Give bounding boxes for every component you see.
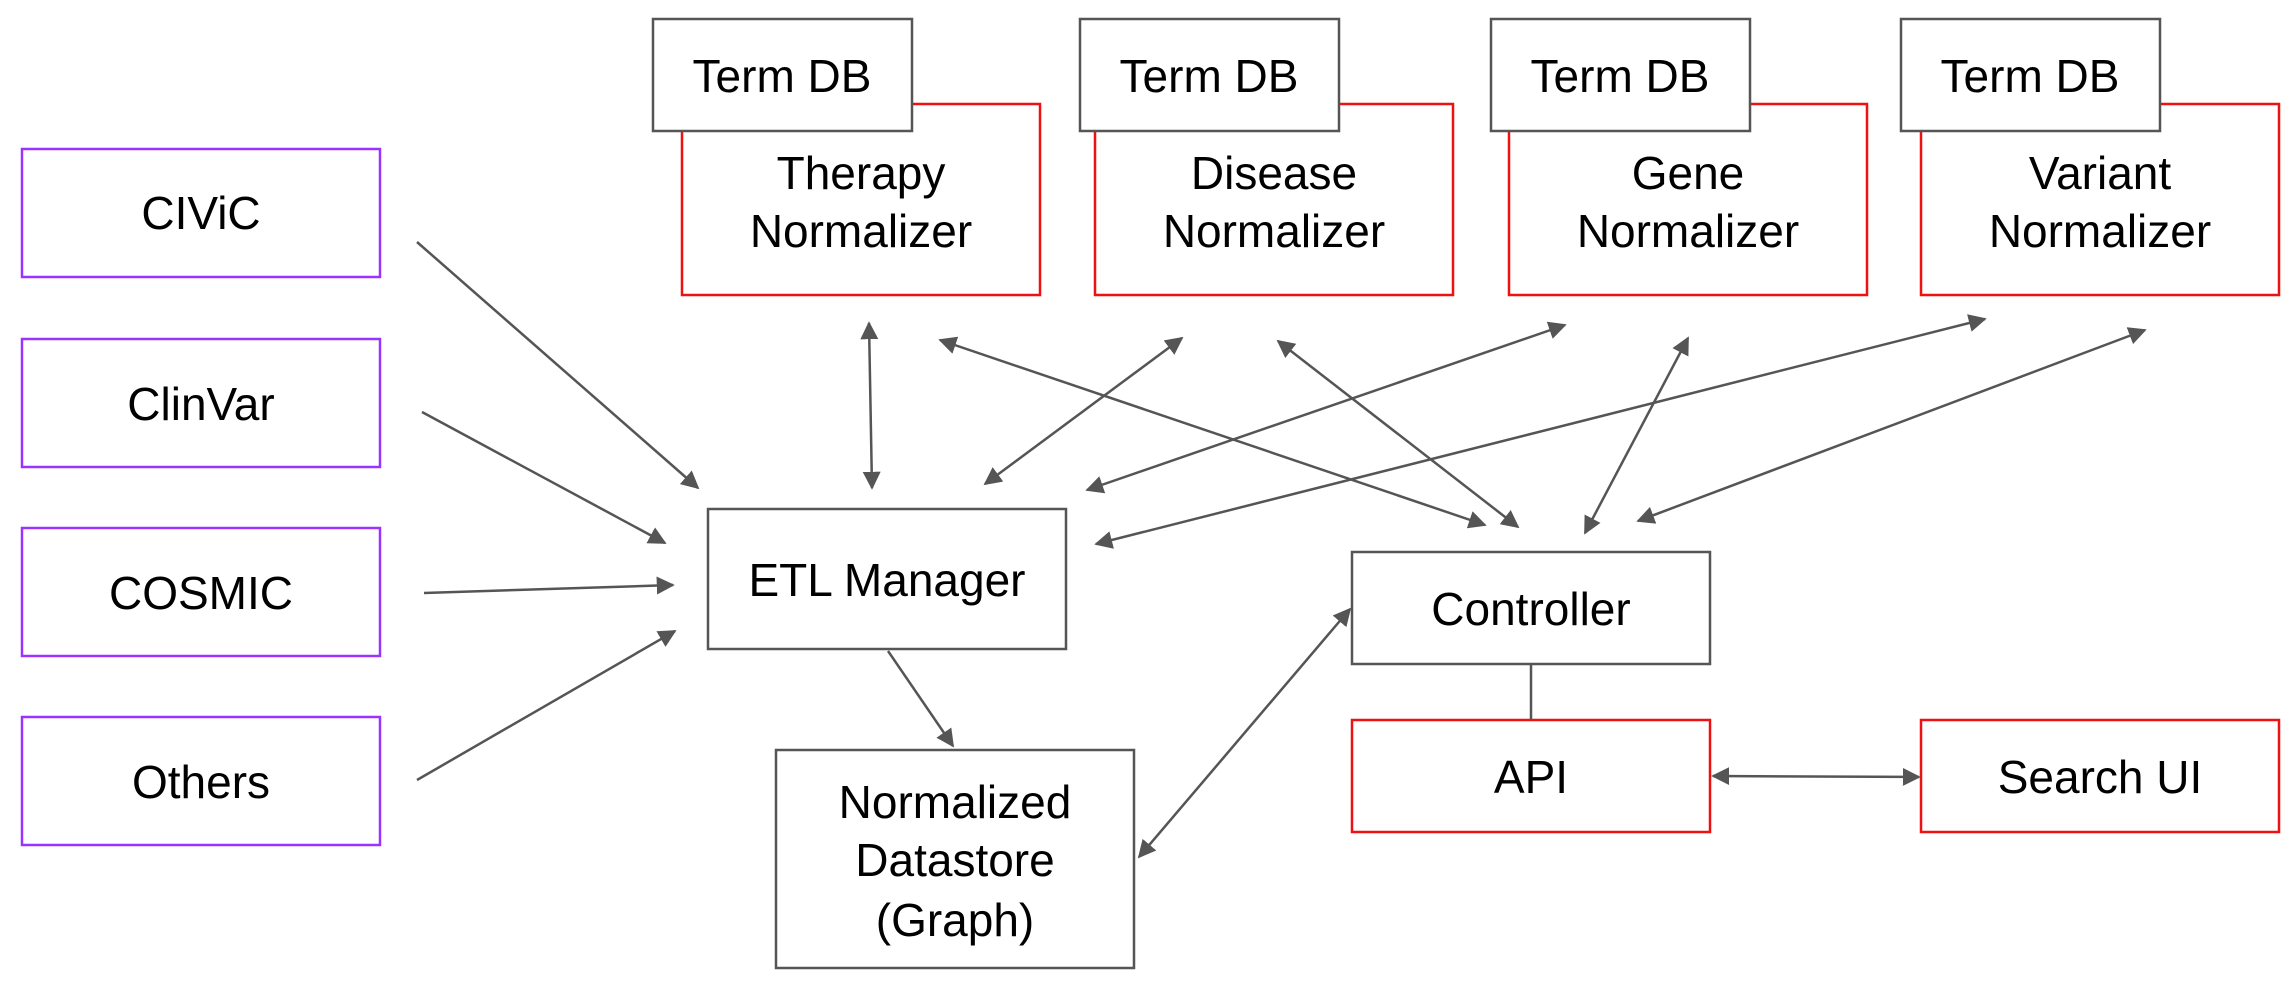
arrow-controller-disease bbox=[1276, 339, 1520, 529]
variant-term-db-label: Term DB bbox=[1941, 50, 2120, 102]
source-others-box bbox=[20, 715, 382, 847]
normalized-datastore-line3: (Graph) bbox=[876, 894, 1034, 946]
arrow-others-to-etl bbox=[416, 629, 677, 782]
therapy-term-db-box bbox=[651, 17, 914, 133]
controller-box bbox=[1350, 550, 1712, 666]
disease-term-db-label: Term DB bbox=[1120, 50, 1299, 102]
search-ui-box bbox=[1919, 718, 2281, 834]
disease-term-db: Term DB bbox=[1078, 17, 1341, 133]
therapy-term-db-label: Term DB bbox=[693, 50, 872, 102]
disease-term-db-box bbox=[1078, 17, 1341, 133]
therapy-term-db: Term DB bbox=[651, 17, 914, 133]
source-cosmic-label: COSMIC bbox=[109, 567, 293, 619]
disease-normalizer: Disease Normalizer bbox=[1093, 102, 1455, 297]
disease-normalizer-line2: Normalizer bbox=[1163, 205, 1385, 257]
source-others-label: Others bbox=[132, 756, 270, 808]
source-clinvar-box bbox=[20, 337, 382, 469]
variant-normalizer-line1: Variant bbox=[2029, 147, 2172, 199]
arrow-etl-to-datastore bbox=[886, 650, 955, 748]
arrow-controller-variant bbox=[1636, 327, 2147, 524]
source-civic: CIViC bbox=[20, 147, 382, 279]
gene-term-db-box bbox=[1489, 17, 1752, 133]
source-cosmic-box bbox=[20, 526, 382, 658]
variant-normalizer-box bbox=[1919, 102, 2281, 297]
variant-normalizer-line2: Normalizer bbox=[1989, 205, 2211, 257]
arrow-cosmic-to-etl bbox=[423, 576, 675, 595]
source-clinvar-label: ClinVar bbox=[127, 378, 274, 430]
controller-label: Controller bbox=[1431, 583, 1630, 635]
gene-normalizer-line1: Gene bbox=[1632, 147, 1745, 199]
normalized-datastore: Normalized Datastore (Graph) bbox=[774, 748, 1136, 970]
gene-normalizer: Gene Normalizer bbox=[1507, 102, 1869, 297]
therapy-normalizer-line1: Therapy bbox=[777, 147, 946, 199]
arrow-api-search-ui bbox=[1711, 767, 1921, 786]
arrow-civic-to-etl bbox=[416, 241, 700, 490]
therapy-normalizer-line2: Normalizer bbox=[750, 205, 972, 257]
gene-term-db-label: Term DB bbox=[1531, 50, 1710, 102]
source-civic-label: CIViC bbox=[141, 187, 260, 239]
gene-normalizer-box bbox=[1507, 102, 1869, 297]
controller: Controller bbox=[1350, 550, 1712, 666]
etl-manager-box bbox=[706, 507, 1068, 651]
disease-normalizer-box bbox=[1093, 102, 1455, 297]
normalized-datastore-box bbox=[774, 748, 1136, 970]
arrow-controller-therapy bbox=[938, 336, 1487, 529]
source-others: Others bbox=[20, 715, 382, 847]
etl-manager: ETL Manager bbox=[706, 507, 1068, 651]
arrow-etl-gene bbox=[1085, 321, 1567, 494]
arrow-datastore-controller bbox=[1137, 607, 1352, 859]
variant-term-db-box bbox=[1899, 17, 2162, 133]
normalized-datastore-line1: Normalized bbox=[839, 776, 1072, 828]
etl-manager-label: ETL Manager bbox=[749, 554, 1026, 606]
arrow-controller-gene bbox=[1583, 336, 1690, 535]
therapy-normalizer-box bbox=[680, 102, 1042, 297]
api-label: API bbox=[1494, 751, 1568, 803]
arrow-etl-therapy bbox=[860, 321, 881, 490]
connectors bbox=[416, 241, 2147, 859]
gene-normalizer-line2: Normalizer bbox=[1577, 205, 1799, 257]
api-box bbox=[1350, 718, 1712, 834]
source-clinvar: ClinVar bbox=[20, 337, 382, 469]
search-ui: Search UI bbox=[1919, 718, 2281, 834]
variant-term-db: Term DB bbox=[1899, 17, 2162, 133]
api: API bbox=[1350, 718, 1712, 834]
disease-normalizer-line1: Disease bbox=[1191, 147, 1357, 199]
gene-term-db: Term DB bbox=[1489, 17, 1752, 133]
source-cosmic: COSMIC bbox=[20, 526, 382, 658]
arrow-etl-variant bbox=[1094, 314, 1987, 549]
normalized-datastore-line2: Datastore bbox=[855, 834, 1054, 886]
search-ui-label: Search UI bbox=[1998, 751, 2203, 803]
variant-normalizer: Variant Normalizer bbox=[1919, 102, 2281, 297]
arrow-clinvar-to-etl bbox=[421, 410, 667, 545]
source-civic-box bbox=[20, 147, 382, 279]
therapy-normalizer: Therapy Normalizer bbox=[680, 102, 1042, 297]
